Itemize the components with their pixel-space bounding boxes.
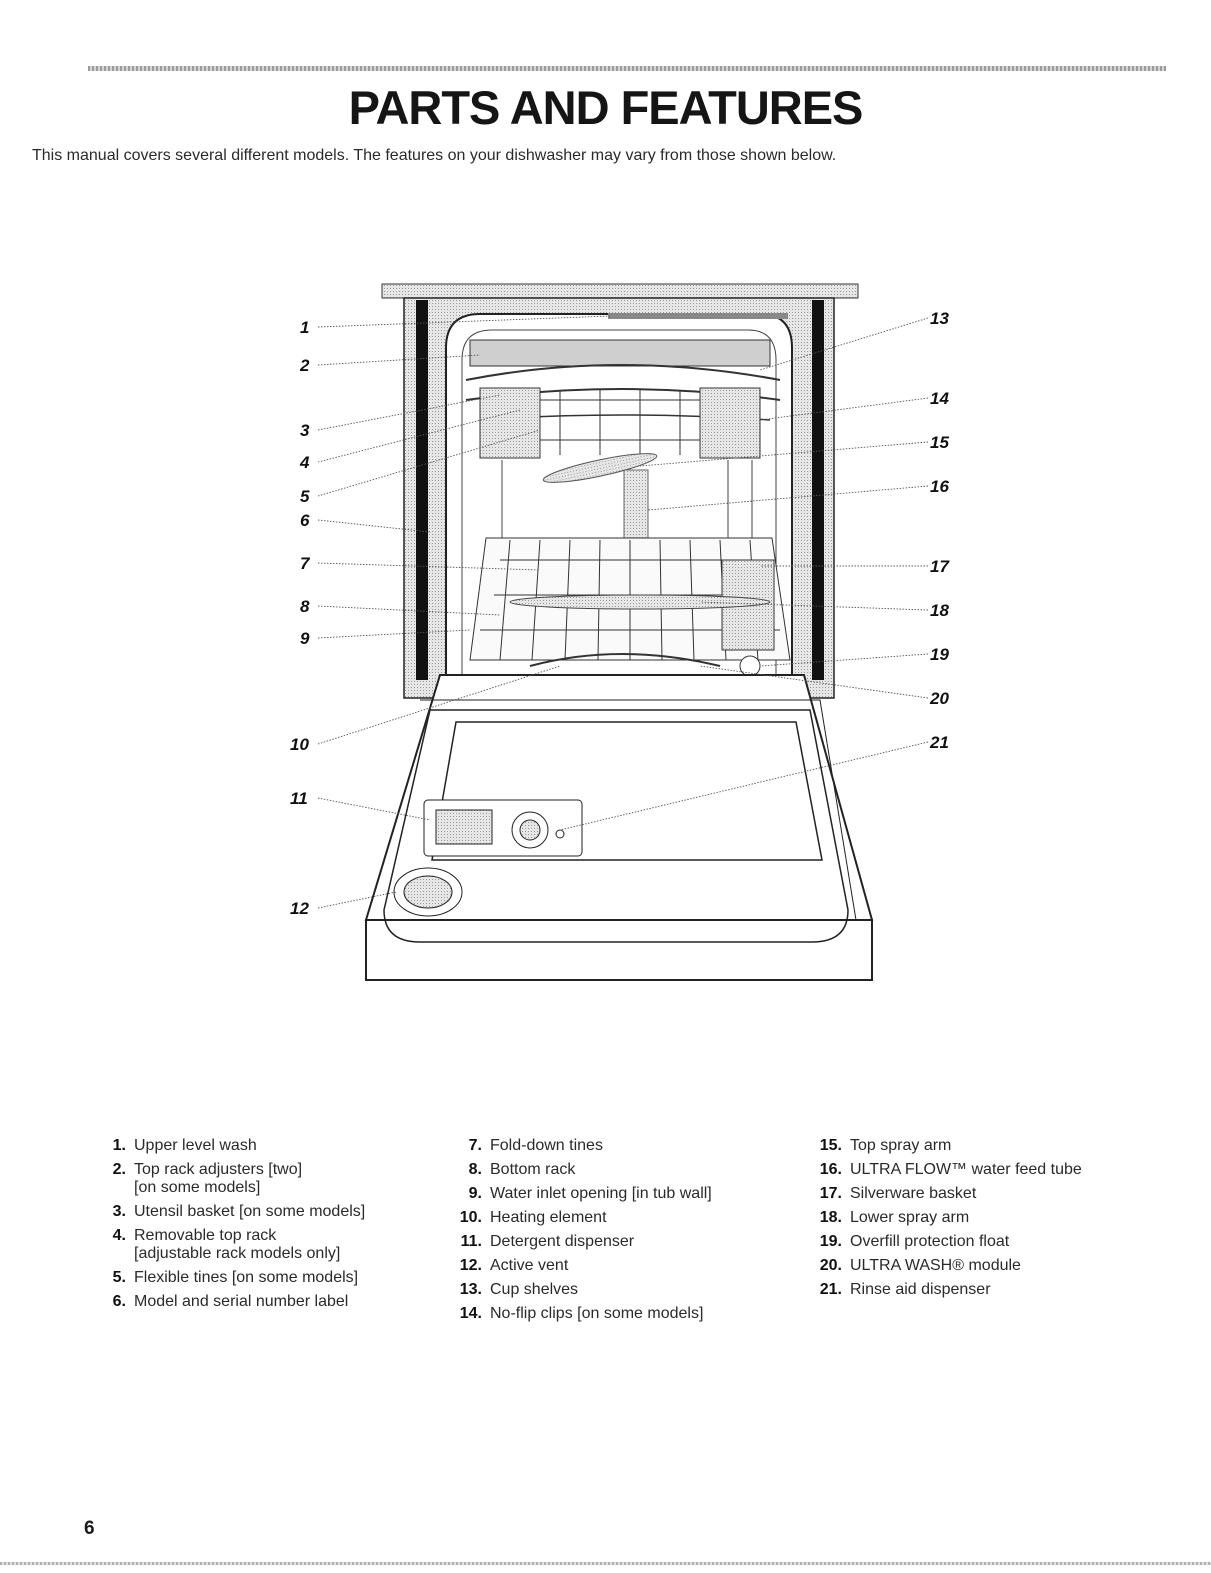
top-rule xyxy=(88,66,1166,71)
parts-list-col2: 7.Fold-down tines 8.Bottom rack 9.Water … xyxy=(450,1134,712,1326)
intro-text: This manual covers several different mod… xyxy=(32,147,837,164)
door xyxy=(364,674,874,981)
list-item: 17.Silverware basket xyxy=(819,1185,977,1202)
parts-list-col3: 15.Top spray arm 16.ULTRA FLOW™ water fe… xyxy=(810,1134,1082,1302)
list-item: 16.ULTRA FLOW™ water feed tube xyxy=(819,1161,1082,1178)
list-item: 18.Lower spray arm xyxy=(819,1209,970,1226)
top-spray-arm xyxy=(542,453,658,483)
list-item: 9.Water inlet opening [in tub wall] xyxy=(468,1185,712,1202)
callout-19: 19 xyxy=(930,645,949,664)
callout-6: 6 xyxy=(300,511,310,530)
list-item: 10.Heating element xyxy=(459,1209,607,1226)
callout-15: 15 xyxy=(930,433,949,452)
callouts-left: 1 2 3 4 5 6 7 8 9 10 11 12 xyxy=(290,318,311,918)
callout-11: 11 xyxy=(290,789,308,808)
callout-1: 1 xyxy=(300,318,309,337)
list-item: 11.Detergent dispenser xyxy=(460,1233,635,1250)
list-item: 4.Removable top rack [adjustable rack mo… xyxy=(112,1227,341,1262)
callout-5: 5 xyxy=(300,487,310,506)
callout-21: 21 xyxy=(929,733,949,752)
list-item: 12.Active vent xyxy=(459,1257,569,1274)
page-title: PARTS AND FEATURES xyxy=(348,81,864,134)
list-item: 13.Cup shelves xyxy=(459,1281,579,1298)
top-rack xyxy=(465,339,781,459)
dishwasher-diagram: 1 2 3 4 5 6 7 8 9 10 11 12 13 14 15 16 1… xyxy=(290,283,950,981)
callout-8: 8 xyxy=(300,597,310,616)
list-item: 6.Model and serial number label xyxy=(112,1293,349,1310)
list-item: 3.Utensil basket [on some models] xyxy=(112,1203,366,1220)
callout-7: 7 xyxy=(300,554,311,573)
list-item: 20.ULTRA WASH® module xyxy=(819,1257,1021,1274)
overfill-float xyxy=(739,655,761,677)
upper-level-wash xyxy=(608,313,788,319)
callout-18: 18 xyxy=(930,601,949,620)
callout-10: 10 xyxy=(290,735,309,754)
detergent-dispenser xyxy=(423,799,583,857)
callout-4: 4 xyxy=(299,453,310,472)
callout-12: 12 xyxy=(290,899,309,918)
heating-element xyxy=(529,653,721,667)
callout-16: 16 xyxy=(930,477,949,496)
bottom-rule xyxy=(0,1562,1211,1565)
callout-3: 3 xyxy=(300,421,310,440)
list-item: 1.Upper level wash xyxy=(112,1137,257,1154)
callout-14: 14 xyxy=(930,389,949,408)
countertop xyxy=(381,283,859,299)
active-vent xyxy=(393,867,463,917)
callout-9: 9 xyxy=(300,629,310,648)
list-item: 2.Top rack adjusters [two] [on some mode… xyxy=(112,1161,303,1196)
page-number: 6 xyxy=(84,1518,95,1539)
callout-13: 13 xyxy=(930,309,949,328)
list-item: 21.Rinse aid dispenser xyxy=(819,1281,991,1298)
callout-2: 2 xyxy=(299,356,310,375)
list-item: 15.Top spray arm xyxy=(819,1137,952,1154)
list-item: 8.Bottom rack xyxy=(468,1161,576,1178)
callout-17: 17 xyxy=(930,557,950,576)
callouts-right: 13 14 15 16 17 18 19 20 21 xyxy=(929,309,950,752)
lower-spray-arm xyxy=(509,594,771,610)
callout-20: 20 xyxy=(929,689,949,708)
leader-lines xyxy=(317,315,929,909)
parts-list-col1: 1.Upper level wash 2.Top rack adjusters … xyxy=(94,1134,366,1314)
list-item: 14.No-flip clips [on some models] xyxy=(459,1305,704,1322)
water-feed-tube xyxy=(623,469,649,541)
list-item: 7.Fold-down tines xyxy=(468,1137,603,1154)
list-item: 19.Overfill protection float xyxy=(819,1233,1010,1250)
list-item: 5.Flexible tines [on some models] xyxy=(112,1269,359,1286)
